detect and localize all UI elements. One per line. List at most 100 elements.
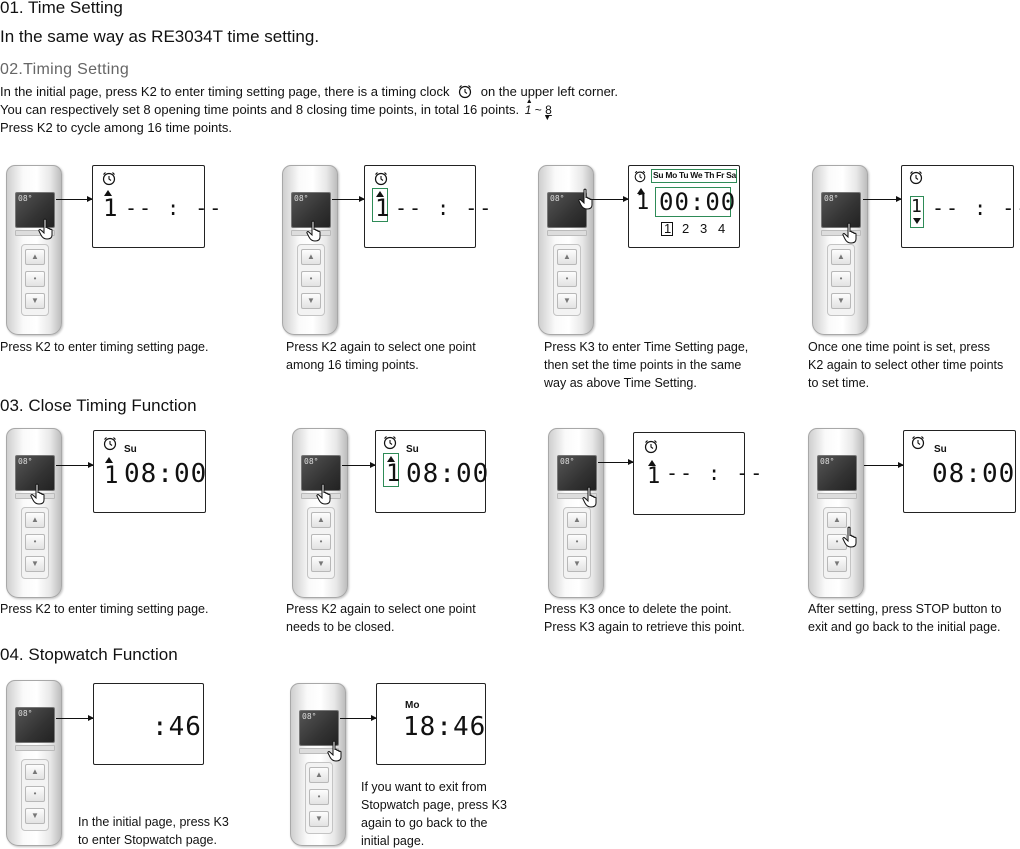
finger-press-icon (327, 740, 342, 762)
remote-control: 08° ▲ • ▼ (290, 683, 346, 846)
selection-box (910, 196, 924, 228)
down-button[interactable]: ▼ (301, 293, 321, 309)
up-button[interactable]: ▲ (827, 512, 847, 528)
point-selected-box (661, 222, 673, 236)
remote-screen: 08° (821, 192, 861, 228)
caption-line: In the initial page, press K3 (78, 815, 229, 829)
lcd-display: Su 08:00 (903, 430, 1016, 513)
arrow-up-icon (376, 191, 384, 197)
up-button[interactable]: ▲ (25, 249, 45, 265)
section2-intro-line2: You can respectively set 8 opening time … (0, 98, 552, 122)
stop-button[interactable]: • (827, 534, 847, 550)
remote-control: 08° ▲ • ▼ (6, 165, 62, 335)
remote-bar (817, 493, 857, 499)
remote-temp: 08° (304, 457, 319, 466)
stop-button[interactable]: • (311, 534, 331, 550)
arrow-connector (342, 462, 376, 468)
arrow-up-icon (105, 457, 113, 463)
alarm-clock-icon (458, 85, 472, 99)
intro-range-to: 8 (545, 103, 552, 117)
down-button[interactable]: ▼ (311, 556, 331, 572)
down-button[interactable]: ▼ (25, 808, 45, 824)
lcd-day: Su (934, 444, 947, 455)
up-button[interactable]: ▲ (25, 512, 45, 528)
arrow-up-icon (637, 188, 645, 194)
remote-temp: 08° (824, 194, 839, 203)
days-of-week: Su Mo Tu We Th Fr Sa (653, 170, 736, 180)
alarm-clock-icon (634, 170, 646, 183)
arrow-up-icon (104, 190, 112, 196)
up-button[interactable]: ▲ (567, 512, 587, 528)
arrow-connector (864, 462, 904, 468)
lcd-point: 1 (104, 461, 121, 489)
lcd-seconds: :46 (152, 712, 202, 742)
lcd-time: -- : -- (395, 196, 494, 220)
stop-button[interactable]: • (557, 271, 577, 287)
remote-temp: 08° (18, 194, 33, 203)
caption-line: Press K2 to enter timing setting page. (0, 340, 209, 354)
arrow-connector (332, 196, 365, 202)
selection-box (372, 188, 388, 222)
down-button[interactable]: ▼ (25, 293, 45, 309)
caption-line: After setting, press STOP button to (808, 602, 1002, 616)
down-button[interactable]: ▼ (567, 556, 587, 572)
remote-screen: 08° (15, 455, 55, 491)
stop-button[interactable]: • (25, 534, 45, 550)
down-button[interactable]: ▼ (309, 811, 329, 827)
remote-temp: 08° (18, 457, 33, 466)
stop-button[interactable]: • (831, 271, 851, 287)
remote-keypad: ▲ • ▼ (553, 244, 581, 316)
remote-temp: 08° (18, 709, 33, 718)
up-button[interactable]: ▲ (25, 764, 45, 780)
down-button[interactable]: ▼ (831, 293, 851, 309)
caption: Press K2 again to select one point needs… (286, 600, 476, 636)
remote-temp: 08° (550, 194, 565, 203)
caption-line: to enter Stopwatch page. (78, 833, 217, 847)
down-button[interactable]: ▼ (25, 556, 45, 572)
stop-button[interactable]: • (301, 271, 321, 287)
caption-line: way as above Time Setting. (544, 376, 697, 390)
finger-press-icon (842, 222, 857, 244)
caption-line: Press K2 again to select one point (286, 602, 476, 616)
alarm-clock-icon (909, 171, 923, 185)
stop-button[interactable]: • (25, 271, 45, 287)
finger-press-icon (842, 526, 857, 548)
up-button[interactable]: ▲ (309, 767, 329, 783)
remote-bar (821, 230, 861, 236)
up-button[interactable]: ▲ (311, 512, 331, 528)
intro-line1-text-b: on the upper left corner. (480, 84, 619, 99)
arrow-connector (598, 459, 634, 465)
up-button[interactable]: ▲ (301, 249, 321, 265)
remote-screen: 08° (15, 707, 55, 743)
up-button[interactable]: ▲ (831, 249, 851, 265)
down-button[interactable]: ▼ (827, 556, 847, 572)
lcd-day: Mo (405, 700, 420, 711)
down-button[interactable]: ▼ (557, 293, 577, 309)
lcd-point: 1 (103, 194, 120, 222)
section3-heading: 03. Close Timing Function (0, 396, 197, 415)
arrow-down-icon (913, 218, 921, 224)
lcd-point: 1 (375, 194, 392, 222)
stop-button[interactable]: • (309, 789, 329, 805)
arrow-connector (863, 196, 902, 202)
stop-button[interactable]: • (25, 786, 45, 802)
intro-line2-text: You can respectively set 8 opening time … (0, 102, 520, 117)
caption-line: then set the time points in the same (544, 358, 742, 372)
arrow-connector (56, 196, 93, 202)
caption-line: K2 again to select other time points (808, 358, 1004, 372)
selection-box (383, 453, 399, 487)
lcd-display: Su 1 08:00 (93, 430, 206, 513)
up-button[interactable]: ▲ (557, 249, 577, 265)
stop-button[interactable]: • (567, 534, 587, 550)
section2-heading: 02.Timing Setting (0, 61, 130, 78)
finger-press-icon (30, 483, 45, 505)
caption: If you want to exit from Stopwatch page,… (361, 778, 507, 849)
remote-keypad: ▲ • ▼ (21, 759, 49, 831)
remote-bar (15, 230, 55, 236)
caption: Once one time point is set, press K2 aga… (808, 338, 1003, 392)
caption-line: Press K3 again to retrieve this point. (544, 620, 745, 634)
alarm-clock-icon (102, 172, 116, 186)
remote-keypad: ▲ • ▼ (563, 507, 591, 579)
remote-keypad: ▲ • ▼ (21, 507, 49, 579)
remote-screen: 08° (557, 455, 597, 491)
